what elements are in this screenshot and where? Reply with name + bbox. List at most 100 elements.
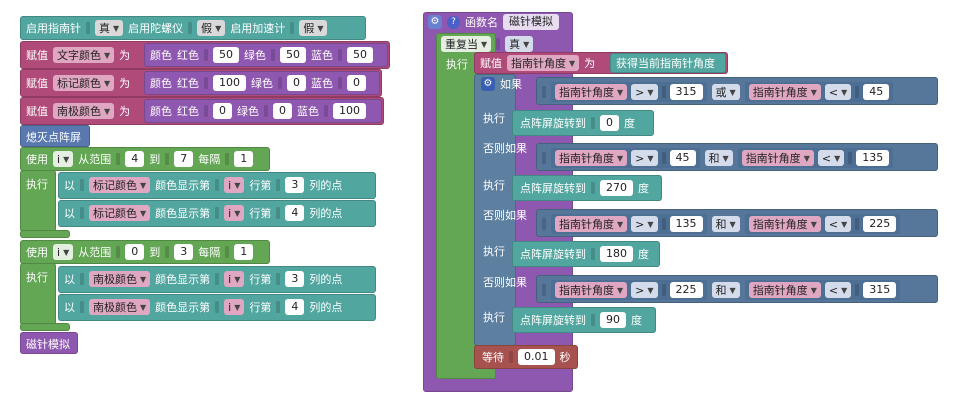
set-pixel-block[interactable]: 以 南极颜色▼ 颜色显示第 i▼ 行第 4 列的点 xyxy=(58,294,376,321)
logic-dropdown[interactable]: 或▼ xyxy=(711,84,740,100)
color-rgb-block[interactable]: 颜色 红色 100 绿色 0 蓝色 0 xyxy=(144,71,380,95)
red-value[interactable]: 100 xyxy=(213,75,246,91)
rotate-matrix-block[interactable]: 点阵屏旋转到 270 度 xyxy=(512,175,662,201)
call-function-block[interactable]: 磁针模拟 xyxy=(20,332,78,354)
wait-block[interactable]: 等待 0.01 秒 xyxy=(474,345,578,369)
loop-var-dropdown[interactable]: i▼ xyxy=(53,151,74,167)
color-var-dropdown[interactable]: 南极颜色▼ xyxy=(89,271,151,287)
compare-value[interactable]: 315 xyxy=(669,84,703,100)
variable-dropdown[interactable]: 指南针角度▼ xyxy=(748,282,821,298)
get-heading-block[interactable]: 获得当前指南针角度 xyxy=(610,53,726,73)
compare-value[interactable]: 135 xyxy=(669,216,703,232)
variable-dropdown[interactable]: 指南针角度▼ xyxy=(555,216,628,232)
compare-value[interactable]: 45 xyxy=(863,84,890,100)
row-var-dropdown[interactable]: i▼ xyxy=(224,177,245,193)
green-value[interactable]: 0 xyxy=(287,75,306,91)
compare-value[interactable]: 225 xyxy=(863,216,897,232)
operator-dropdown[interactable]: >▼ xyxy=(631,282,658,298)
variable-dropdown[interactable]: 指南针角度▼ xyxy=(555,84,628,100)
gear-icon[interactable]: ⚙ xyxy=(481,77,495,91)
row-var-dropdown[interactable]: i▼ xyxy=(224,271,245,287)
range-start-value[interactable]: 4 xyxy=(125,151,145,167)
operator-dropdown[interactable]: >▼ xyxy=(631,84,658,100)
green-value[interactable]: 0 xyxy=(273,103,292,119)
color-var-dropdown[interactable]: 标记颜色▼ xyxy=(89,177,151,193)
variable-dropdown[interactable]: 文字颜色▼ xyxy=(53,47,115,63)
row-var-dropdown[interactable]: i▼ xyxy=(224,205,245,221)
gyro-dropdown[interactable]: 假▼ xyxy=(197,20,226,36)
variable-dropdown[interactable]: 南极颜色▼ xyxy=(53,103,115,119)
range-start-value[interactable]: 0 xyxy=(125,244,145,260)
help-icon[interactable]: ? xyxy=(447,15,460,29)
set-pixel-block[interactable]: 以 标记颜色▼ 颜色显示第 i▼ 行第 3 列的点 xyxy=(58,172,376,199)
range-step-value[interactable]: 1 xyxy=(234,244,254,260)
logic-dropdown[interactable]: 和▼ xyxy=(711,282,740,298)
condition-block[interactable]: 指南针角度▼ >▼ 135 和▼ 指南针角度▼ <▼ 225 xyxy=(536,209,938,237)
function-name-field[interactable]: 磁针模拟 xyxy=(503,14,559,30)
loop-var-dropdown[interactable]: i▼ xyxy=(53,244,74,260)
for-range-block[interactable]: 使用 i▼ 从范围 4 到 7 每隔 1 xyxy=(20,147,270,171)
column-value[interactable]: 3 xyxy=(285,177,305,193)
condition-block[interactable]: 指南针角度▼ >▼ 45 和▼ 指南针角度▼ <▼ 135 xyxy=(536,143,938,171)
column-value[interactable]: 3 xyxy=(285,271,305,287)
rotate-matrix-block[interactable]: 点阵屏旋转到 90 度 xyxy=(512,307,656,333)
condition-block[interactable]: 指南针角度▼ >▼ 315 或▼ 指南针角度▼ <▼ 45 xyxy=(536,77,938,105)
blue-value[interactable]: 50 xyxy=(347,47,373,63)
rotate-degree-value[interactable]: 90 xyxy=(600,312,626,328)
range-step-value[interactable]: 1 xyxy=(234,151,254,167)
logic-dropdown[interactable]: 和▼ xyxy=(704,150,733,166)
red-value[interactable]: 50 xyxy=(213,47,239,63)
operator-dropdown[interactable]: <▼ xyxy=(817,150,845,166)
red-value[interactable]: 0 xyxy=(213,103,232,119)
variable-dropdown[interactable]: 指南针角度▼ xyxy=(748,216,821,232)
assign-heading-block[interactable]: 赋值 指南针角度▼ 为 获得当前指南针角度 xyxy=(474,52,728,74)
color-var-dropdown[interactable]: 南极颜色▼ xyxy=(89,299,151,315)
enable-sensors-block[interactable]: 启用指南针 真▼ 启用陀螺仪 假▼ 启用加速计 假▼ xyxy=(20,16,366,40)
rotate-matrix-block[interactable]: 点阵屏旋转到 0 度 xyxy=(512,110,654,136)
gear-icon[interactable]: ⚙ xyxy=(428,15,442,29)
column-value[interactable]: 4 xyxy=(285,299,305,315)
assign-color-block[interactable]: 赋值 标记颜色▼ 为 颜色 红色 100 绿色 0 蓝色 0 xyxy=(20,69,382,97)
color-var-dropdown[interactable]: 标记颜色▼ xyxy=(89,205,151,221)
compare-value[interactable]: 315 xyxy=(863,282,897,298)
operator-dropdown[interactable]: >▼ xyxy=(631,150,658,166)
operator-dropdown[interactable]: <▼ xyxy=(824,216,852,232)
set-pixel-block[interactable]: 以 南极颜色▼ 颜色显示第 i▼ 行第 3 列的点 xyxy=(58,266,376,293)
variable-dropdown[interactable]: 指南针角度▼ xyxy=(507,55,580,71)
blue-value[interactable]: 0 xyxy=(347,75,366,91)
variable-dropdown[interactable]: 指南针角度▼ xyxy=(748,84,821,100)
range-end-value[interactable]: 7 xyxy=(174,151,194,167)
assign-color-block[interactable]: 赋值 南极颜色▼ 为 颜色 红色 0 绿色 0 蓝色 100 xyxy=(20,97,384,125)
set-pixel-block[interactable]: 以 标记颜色▼ 颜色显示第 i▼ 行第 4 列的点 xyxy=(58,200,376,227)
assign-color-block[interactable]: 赋值 文字颜色▼ 为 颜色 红色 50 绿色 50 蓝色 50 xyxy=(20,41,390,69)
row-var-dropdown[interactable]: i▼ xyxy=(224,299,245,315)
condition-block[interactable]: 指南针角度▼ >▼ 225 和▼ 指南针角度▼ <▼ 315 xyxy=(536,275,938,303)
operator-dropdown[interactable]: >▼ xyxy=(631,216,658,232)
compare-value[interactable]: 45 xyxy=(669,150,696,166)
logic-dropdown[interactable]: 和▼ xyxy=(711,216,740,232)
operator-dropdown[interactable]: <▼ xyxy=(824,84,852,100)
accel-dropdown[interactable]: 假▼ xyxy=(299,20,328,36)
variable-dropdown[interactable]: 标记颜色▼ xyxy=(53,75,115,91)
compare-value[interactable]: 225 xyxy=(669,282,703,298)
range-end-value[interactable]: 3 xyxy=(174,244,194,260)
clear-matrix-block[interactable]: 熄灭点阵屏 xyxy=(20,125,90,147)
for-range-block[interactable]: 使用 i▼ 从范围 0 到 3 每隔 1 xyxy=(20,240,270,264)
compass-dropdown[interactable]: 真▼ xyxy=(95,20,124,36)
repeat-condition-dropdown[interactable]: 真▼ xyxy=(505,36,534,52)
blue-value[interactable]: 100 xyxy=(333,103,366,119)
rotate-degree-value[interactable]: 0 xyxy=(600,115,619,131)
repeat-mode-dropdown[interactable]: 重复当▼ xyxy=(441,36,492,52)
column-value[interactable]: 4 xyxy=(285,205,305,221)
rotate-matrix-block[interactable]: 点阵屏旋转到 180 度 xyxy=(512,241,660,267)
color-rgb-block[interactable]: 颜色 红色 50 绿色 50 蓝色 50 xyxy=(144,43,388,67)
compare-value[interactable]: 135 xyxy=(856,150,890,166)
color-rgb-block[interactable]: 颜色 红色 0 绿色 0 蓝色 100 xyxy=(144,99,382,123)
variable-dropdown[interactable]: 指南针角度▼ xyxy=(555,150,628,166)
if-elif-frame[interactable] xyxy=(474,74,516,346)
operator-dropdown[interactable]: <▼ xyxy=(824,282,852,298)
rotate-degree-value[interactable]: 180 xyxy=(600,246,633,262)
wait-seconds-value[interactable]: 0.01 xyxy=(518,349,555,365)
variable-dropdown[interactable]: 指南针角度▼ xyxy=(555,282,628,298)
variable-dropdown[interactable]: 指南针角度▼ xyxy=(741,150,814,166)
